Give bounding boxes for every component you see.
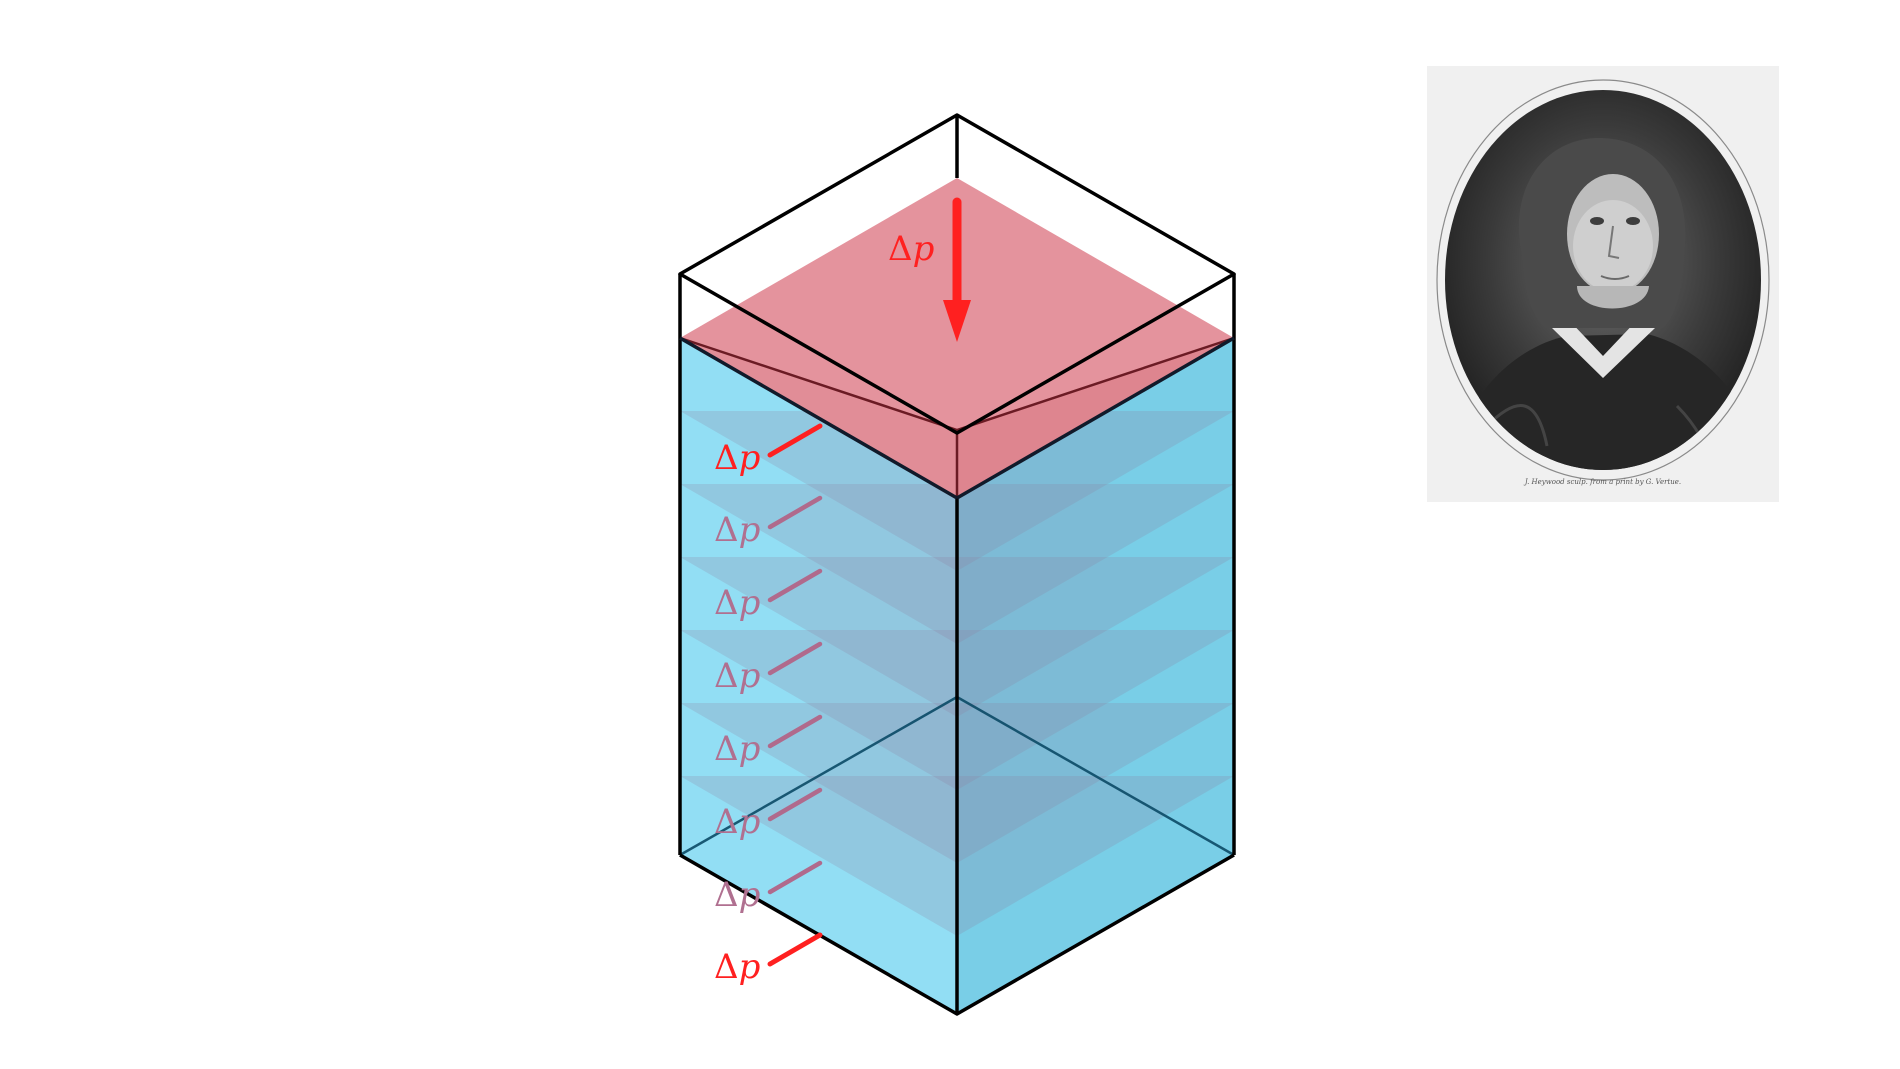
force-arrow-head bbox=[943, 300, 971, 342]
pressure-leader-line bbox=[767, 568, 823, 603]
fluid-left-face bbox=[680, 338, 957, 1014]
container-outline bbox=[678, 113, 1236, 1016]
force-arrow bbox=[943, 197, 971, 342]
pressure-leader-line bbox=[767, 787, 823, 822]
fluid-right-face bbox=[957, 338, 1234, 1014]
transmitted-pressure-label: Δp bbox=[714, 438, 760, 478]
transmitted-pressure-label: Δp bbox=[714, 656, 760, 696]
transmitted-pressure-label: Δp bbox=[714, 510, 760, 550]
pressure-leader-line bbox=[767, 860, 823, 895]
transmitted-pressure-label: Δp bbox=[714, 802, 760, 842]
transmitted-pressure-label: Δp bbox=[714, 729, 760, 769]
pressure-leader-line bbox=[767, 932, 823, 967]
fluid-volume bbox=[680, 338, 1234, 1014]
transmitted-pressure-label: Δp bbox=[714, 875, 760, 915]
transmitted-pressure-label: Δp bbox=[714, 947, 760, 987]
transmitted-pressure-label: Δp bbox=[714, 583, 760, 623]
pressure-leader-line bbox=[767, 423, 823, 458]
pressure-leader-line bbox=[767, 495, 823, 530]
pressure-leader-line bbox=[767, 714, 823, 749]
bottom-hidden-edges bbox=[679, 695, 1235, 857]
applied-pressure-label: Δp bbox=[888, 229, 934, 269]
portrait-caption: J. Heywood sculp. from a print by G. Ver… bbox=[1523, 478, 1681, 486]
engraved-portrait: J. Heywood sculp. from a print by G. Ver… bbox=[1427, 66, 1779, 502]
pressure-leader-line bbox=[767, 641, 823, 676]
